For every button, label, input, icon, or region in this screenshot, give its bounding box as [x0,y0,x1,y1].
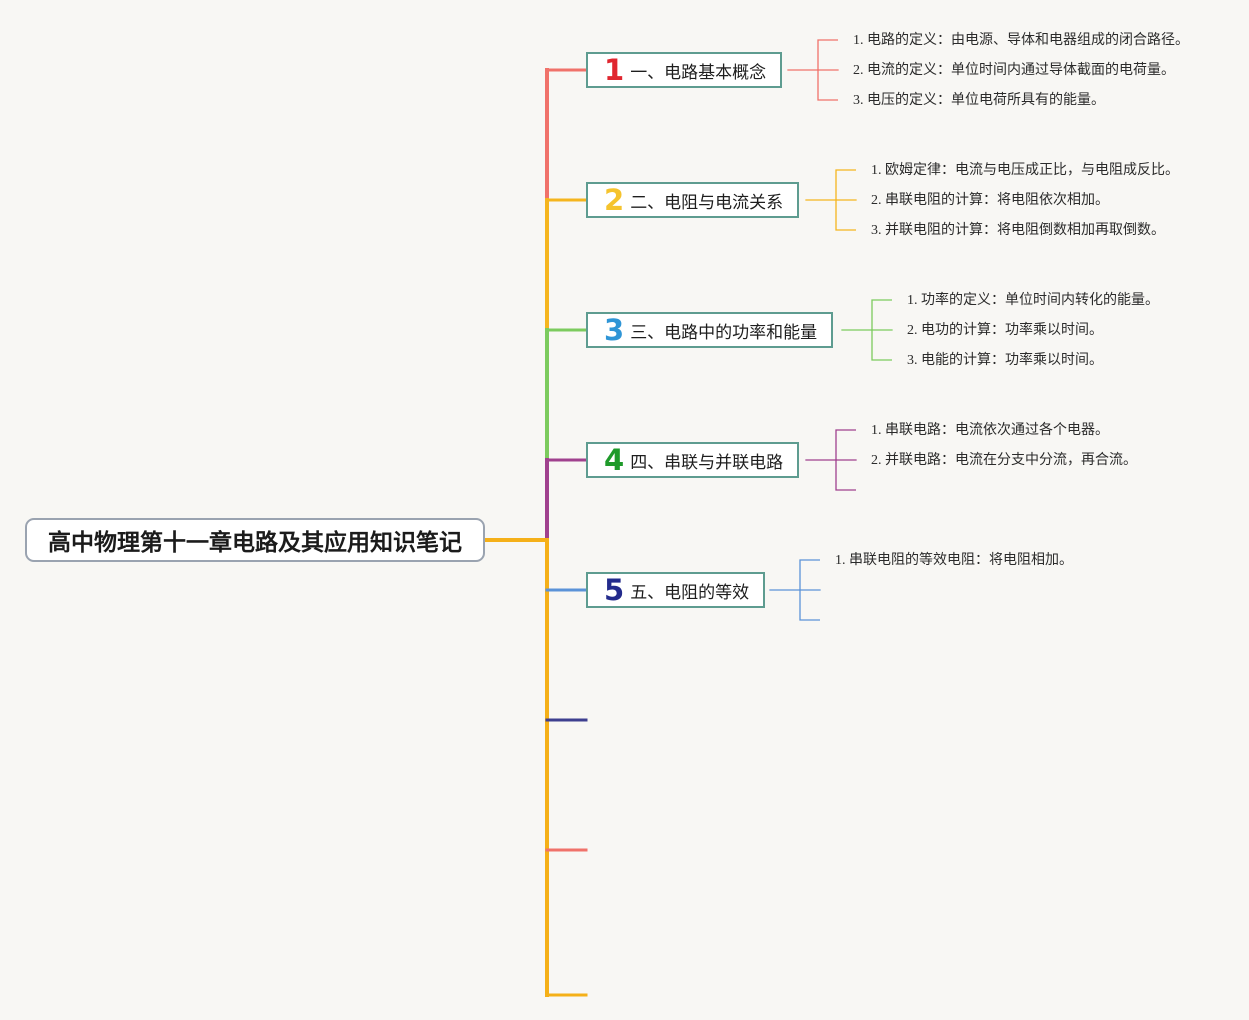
root-topic[interactable]: 高中物理第十一章电路及其应用知识笔记 [25,518,485,562]
branch-topic-5-label: 五、电阻的等效 [630,582,750,603]
branch-topic-4-label: 四、串联与并联电路 [630,452,784,473]
subtopic-2-3[interactable]: 3. 并联电阻的计算：将电阻倒数相加再取倒数。 [871,223,1165,238]
branch-topic-4[interactable]: 4 四、串联与并联电路 [586,442,800,478]
subtopic-1-2[interactable]: 2. 电流的定义：单位时间内通过导体截面的电荷量。 [853,63,1175,78]
branch-topic-5[interactable]: 5 五、电阻的等效 [586,572,766,608]
subtopic-3-1[interactable]: 1. 功率的定义：单位时间内转化的能量。 [907,293,1159,308]
branch-topic-3-label: 三、电路中的功率和能量 [630,322,818,343]
subtopic-2-2[interactable]: 2. 串联电阻的计算：将电阻依次相加。 [871,193,1109,208]
number-5-icon: 5 [604,573,625,607]
branch-topic-1-label: 一、电路基本概念 [630,62,767,83]
branch-topic-3[interactable]: 3 三、电路中的功率和能量 [586,312,834,348]
subtopic-4-2[interactable]: 2. 并联电路：电流在分支中分流，再合流。 [871,453,1137,468]
branch-topic-1[interactable]: 1 一、电路基本概念 [586,52,783,88]
number-4-icon: 4 [604,443,625,477]
subtopic-3-2[interactable]: 2. 电功的计算：功率乘以时间。 [907,323,1103,338]
root-topic-label: 高中物理第十一章电路及其应用知识笔记 [48,530,462,556]
number-3-icon: 3 [604,313,625,347]
number-2-icon: 2 [604,183,625,217]
branch-topic-2[interactable]: 2 二、电阻与电流关系 [586,182,800,218]
subtopic-2-1[interactable]: 1. 欧姆定律：电流与电压成正比，与电阻成反比。 [871,163,1179,178]
subtopic-1-1[interactable]: 1. 电路的定义：由电源、导体和电器组成的闭合路径。 [853,33,1189,48]
subtopic-1-3[interactable]: 3. 电压的定义：单位电荷所具有的能量。 [853,93,1105,108]
subtopic-3-3[interactable]: 3. 电能的计算：功率乘以时间。 [907,353,1103,368]
number-1-icon: 1 [604,53,625,87]
subtopic-5-1[interactable]: 1. 串联电阻的等效电阻：将电阻相加。 [835,553,1073,568]
subtopic-4-1[interactable]: 1. 串联电路：电流依次通过各个电器。 [871,423,1109,438]
branch-topic-2-label: 二、电阻与电流关系 [630,192,784,213]
